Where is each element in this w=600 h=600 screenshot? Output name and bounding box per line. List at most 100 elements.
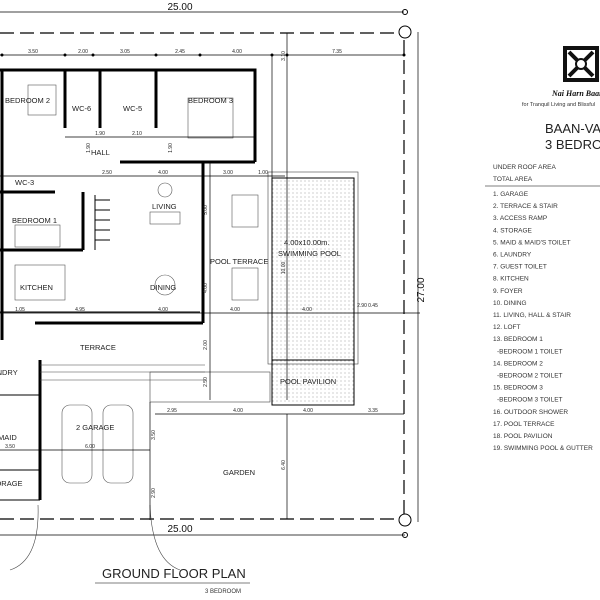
overall-depth: 27.00: [416, 277, 427, 302]
dim-label: 6.40: [281, 460, 287, 470]
legend-item: 10. DINING: [493, 300, 527, 307]
dim-label: 6.00: [85, 444, 95, 450]
dim-label: 4.00: [158, 307, 168, 313]
dim-label: 1.90: [95, 131, 105, 137]
kitchen-counter-icon: [14, 264, 66, 301]
overall-width-bottom: 25.00: [167, 524, 192, 535]
sun-lounger-icon: [231, 194, 259, 228]
bed-icon: [14, 224, 61, 248]
car-icon: [61, 404, 93, 484]
lower-dimensions: 1.05 4.95 4.00 4.00 4.00 2.90 0.45 10.00…: [0, 162, 420, 400]
access-ramp: [9, 504, 181, 571]
bed-icon: [187, 97, 234, 139]
legend-item: 13. BEDROOM 1: [493, 336, 543, 343]
brand-tagline: for Tranquil Living and Blissful: [522, 102, 595, 108]
brand-logo-text: Nai Harn Baan: [551, 89, 600, 98]
legend-item: 5. MAID & MAID'S TOILET: [493, 239, 571, 246]
dim-label: 3.35: [368, 408, 378, 414]
legend-item: 3. ACCESS RAMP: [493, 215, 547, 222]
room-living: LIVING: [152, 202, 177, 211]
drawing-title: GROUND FLOOR PLAN 3 BEDROOM: [95, 566, 250, 595]
swimming-pool: [267, 171, 359, 406]
dim-label: 2.10: [132, 131, 142, 137]
dim-label: 2.90: [151, 488, 157, 498]
plan-subtitle: 3 BEDROOM: [205, 589, 241, 595]
legend-item: 8. KITCHEN: [493, 276, 529, 283]
area-legend: UNDER ROOF AREA TOTAL AREA 1. GARAGE 2. T…: [485, 164, 600, 452]
dim-label: 2.00: [203, 340, 209, 350]
legend-item: 1. GARAGE: [493, 191, 529, 198]
room-wc-5: WC-5: [123, 104, 142, 113]
project-name: BAAN-VA: [545, 121, 600, 136]
dim-label: 4.00: [233, 408, 243, 414]
room-wc-3: WC-3: [15, 178, 34, 187]
dim-label: 3.50: [5, 444, 15, 450]
dim-label: 1.90: [168, 143, 174, 153]
dim-label: 4.00: [230, 307, 240, 313]
room-labels: BEDROOM 2 WC-6 WC-5 BEDROOM 3 HALL WC-3 …: [0, 96, 341, 488]
dim-label: 1.05: [15, 307, 25, 313]
room-bedroom-1: BEDROOM 1: [12, 216, 57, 225]
dim-label: 1.90: [86, 143, 92, 153]
legend-header: TOTAL AREA: [493, 176, 533, 183]
legend-item: 7. GUEST TOILET: [493, 264, 547, 271]
room-bedroom-3: BEDROOM 3: [188, 96, 233, 105]
dim-label: 2.50: [203, 377, 209, 387]
room-bedroom-2: BEDROOM 2: [5, 96, 50, 105]
room-swimming-pool: SWIMMING POOL: [278, 249, 341, 258]
walls: [0, 68, 257, 501]
dim-label: 1.00: [258, 170, 268, 176]
project-type: 3 BEDRO: [545, 137, 600, 152]
brand-block: Nai Harn Baan for Tranquil Living and Bl…: [522, 46, 600, 152]
grid-marker: [398, 25, 412, 39]
dim-label: 10.00: [281, 262, 287, 275]
legend-item: -BEDROOM 3 TOILET: [497, 397, 563, 404]
dim-label: 2.45: [175, 49, 185, 55]
dim-label: 2.95: [167, 408, 177, 414]
legend-item: 16. OUTDOOR SHOWER: [493, 409, 568, 416]
dim-label: 3.05: [120, 49, 130, 55]
dim-label: 3.00: [223, 170, 233, 176]
dim-label: 2.00: [78, 49, 88, 55]
legend-item: -BEDROOM 2 TOILET: [497, 373, 563, 380]
room-garage: 2 GARAGE: [76, 423, 114, 432]
mid-dimensions: 2.50 4.00 3.00 1.00 5.00: [0, 170, 285, 215]
top-dimension-row: 3.50 2.00 3.05 2.45 4.00 3.10 7.35: [0, 33, 406, 400]
legend-item: 18. POOL PAVILION: [493, 433, 553, 440]
room-dining: DINING: [150, 283, 176, 292]
bed-icon: [27, 84, 57, 116]
dining-table-icon: [154, 274, 176, 296]
dim-label: 4.00: [158, 170, 168, 176]
dim-label: 2.90: [357, 303, 367, 309]
car-icon: [102, 404, 134, 484]
dim-label: 0.45: [368, 303, 378, 309]
sun-lounger-icon: [231, 267, 259, 301]
pool-pavilion-area: [271, 359, 355, 406]
legend-item: 2. TERRACE & STAIR: [493, 203, 558, 210]
dim-label: 3.50: [28, 49, 38, 55]
dim-label: 2.50: [102, 170, 112, 176]
overall-width-top: 25.00: [167, 2, 192, 13]
room-terrace: TERRACE: [80, 343, 116, 352]
room-wc-6: WC-6: [72, 104, 91, 113]
room-storage: STORAGE: [0, 479, 23, 488]
legend-item: 14. BEDROOM 2: [493, 360, 543, 367]
legend-item: 11. LIVING, HALL & STAIR: [493, 312, 571, 319]
dim-label: 3.10: [281, 51, 287, 61]
sofa-icon: [149, 211, 181, 225]
dim-label: 7.35: [332, 49, 342, 55]
room-pool-terrace: POOL TERRACE: [210, 257, 268, 266]
dim-label: 4.00: [302, 307, 312, 313]
overall-dimensions: 25.00 27.00 25.00: [0, 2, 427, 538]
legend-header: UNDER ROOF AREA: [493, 164, 557, 171]
room-laundry: LAUNDRY: [0, 368, 18, 377]
dim-label: 4.95: [75, 307, 85, 313]
room-maid: MAID: [0, 433, 17, 442]
legend-item: -BEDROOM 1 TOILET: [497, 348, 563, 355]
bottom-dimensions: 2.95 4.00 4.00 3.35 3.50 6.00 3.50 2.90 …: [0, 408, 404, 519]
dim-label: 4.00: [203, 283, 209, 293]
legend-item: 17. POOL TERRACE: [493, 421, 555, 428]
legend-item: 4. STORAGE: [493, 227, 533, 234]
stair-icon: [94, 195, 110, 250]
